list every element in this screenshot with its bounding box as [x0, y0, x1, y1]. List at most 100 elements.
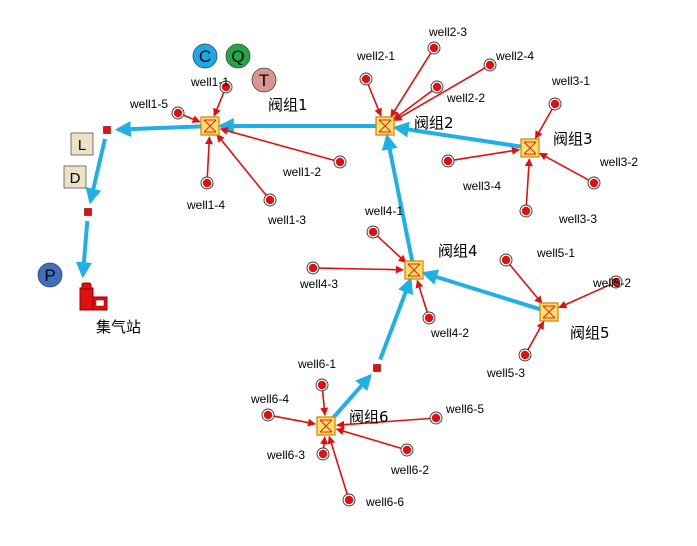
well-dot-icon	[402, 445, 412, 455]
well-well1-1[interactable]	[219, 80, 233, 94]
branch-pipe	[526, 320, 545, 352]
trunk-pipe	[330, 373, 372, 421]
trunk-pipe	[378, 277, 414, 361]
well-well1-4[interactable]	[200, 176, 214, 190]
well-dot-icon	[424, 313, 434, 323]
well-well4-1[interactable]	[366, 225, 380, 239]
well-well5-3[interactable]	[518, 348, 532, 362]
badge-c-label: C	[199, 47, 211, 66]
well-well3-4[interactable]	[441, 154, 455, 168]
branch-pipe	[538, 152, 590, 182]
well-branch-pipelines	[182, 51, 612, 496]
badge-p[interactable]: P	[37, 262, 63, 288]
well-label: well5-3	[486, 366, 525, 380]
well-well1-3[interactable]	[263, 193, 277, 207]
well-well6-1[interactable]	[315, 378, 329, 392]
valve-group-v2[interactable]: 阀组2	[375, 114, 454, 136]
gas-station-icon[interactable]	[79, 282, 108, 311]
junction-node[interactable]	[103, 126, 111, 134]
well-label: well2-2	[446, 91, 485, 105]
branch-pipe	[336, 417, 432, 429]
well-label: well1-2	[282, 165, 321, 179]
valve-group-label: 阀组4	[438, 242, 478, 260]
well-label: well2-3	[428, 25, 467, 39]
well-well2-3[interactable]	[427, 41, 441, 55]
valve-cross-icon	[523, 141, 537, 155]
well-label: well5-2	[592, 276, 631, 290]
well-well6-5[interactable]	[429, 411, 443, 425]
well-dot-icon	[202, 178, 212, 188]
branch-pipe	[390, 51, 433, 118]
well-dot-icon	[432, 82, 442, 92]
well-dot-icon	[429, 43, 439, 53]
badge-d[interactable]: D	[63, 165, 87, 189]
trunk-pipe	[381, 133, 415, 262]
valve-cross-icon	[203, 119, 217, 133]
well-label: well3-1	[551, 74, 590, 88]
well-dot-icon	[265, 195, 275, 205]
valve-group-v4[interactable]: 阀组4	[404, 242, 478, 280]
well-dot-icon	[263, 410, 273, 420]
well-well5-2[interactable]	[609, 275, 623, 289]
well-dot-icon	[611, 277, 621, 287]
branch-pipe	[534, 107, 554, 140]
well-well3-3[interactable]	[519, 204, 533, 218]
badge-l[interactable]: L	[70, 132, 94, 156]
well-dot-icon	[521, 206, 531, 216]
well-label: well4-1	[364, 204, 403, 218]
well-well6-2[interactable]	[400, 443, 414, 457]
valve-group-v1[interactable]: 阀组1	[200, 96, 308, 136]
well-dot-icon	[431, 413, 441, 423]
branch-pipe	[335, 427, 403, 450]
well-well1-5[interactable]	[171, 106, 185, 120]
pipeline-junctions	[84, 126, 381, 372]
well-dot-icon	[501, 255, 511, 265]
valve-groups: 阀组1 阀组2 阀组3 阀组4 阀组5 阀组6	[200, 96, 610, 436]
well-dot-icon	[485, 60, 495, 70]
well-well6-4[interactable]	[261, 408, 275, 422]
well-label: well6-2	[390, 463, 429, 477]
branch-pipe	[219, 127, 336, 162]
valve-group-v3[interactable]: 阀组3	[520, 130, 593, 158]
valve-cross-icon	[378, 119, 392, 133]
badge-c[interactable]: C	[192, 43, 218, 69]
junction-node[interactable]	[84, 208, 92, 216]
well-well2-2[interactable]	[430, 80, 444, 94]
well-dot-icon	[443, 156, 453, 166]
valve-group-label: 阀组5	[570, 324, 610, 342]
well-well6-3[interactable]	[316, 447, 330, 461]
well-well1-2[interactable]	[333, 155, 347, 169]
valve-cross-icon	[407, 263, 421, 277]
well-well6-6[interactable]	[342, 493, 356, 507]
valve-group-v5[interactable]: 阀组5	[539, 302, 610, 342]
well-label: well6-3	[266, 448, 305, 462]
well-label: well3-3	[558, 212, 597, 226]
trunk-pipe	[75, 220, 92, 279]
well-label: well2-4	[495, 49, 534, 63]
well-well4-2[interactable]	[422, 311, 436, 325]
well-label: well6-5	[445, 402, 484, 416]
badge-t-label: T	[259, 71, 269, 90]
well-label: well5-1	[536, 246, 575, 260]
valve-group-v6[interactable]: 阀组6	[316, 408, 389, 436]
branch-pipe	[367, 83, 382, 117]
well-label: well3-2	[599, 155, 638, 169]
well-well2-1[interactable]	[359, 72, 373, 86]
well-dot-icon	[308, 263, 318, 273]
branch-pipe	[205, 136, 214, 179]
well-well3-2[interactable]	[587, 176, 601, 190]
well-well3-1[interactable]	[548, 97, 562, 111]
well-dot-icon	[550, 99, 560, 109]
valve-group-label: 阀组6	[349, 408, 389, 426]
junction-node[interactable]	[373, 364, 381, 372]
badge-q[interactable]: Q	[225, 43, 251, 69]
well-well5-1[interactable]	[499, 253, 513, 267]
well-well2-4[interactable]	[483, 58, 497, 72]
trunk-pipe	[392, 121, 522, 149]
well-label: well1-3	[267, 213, 306, 227]
badge-t[interactable]: T	[251, 67, 277, 93]
well-dot-icon	[589, 178, 599, 188]
well-well4-3[interactable]	[306, 261, 320, 275]
branch-pipe	[216, 133, 268, 197]
